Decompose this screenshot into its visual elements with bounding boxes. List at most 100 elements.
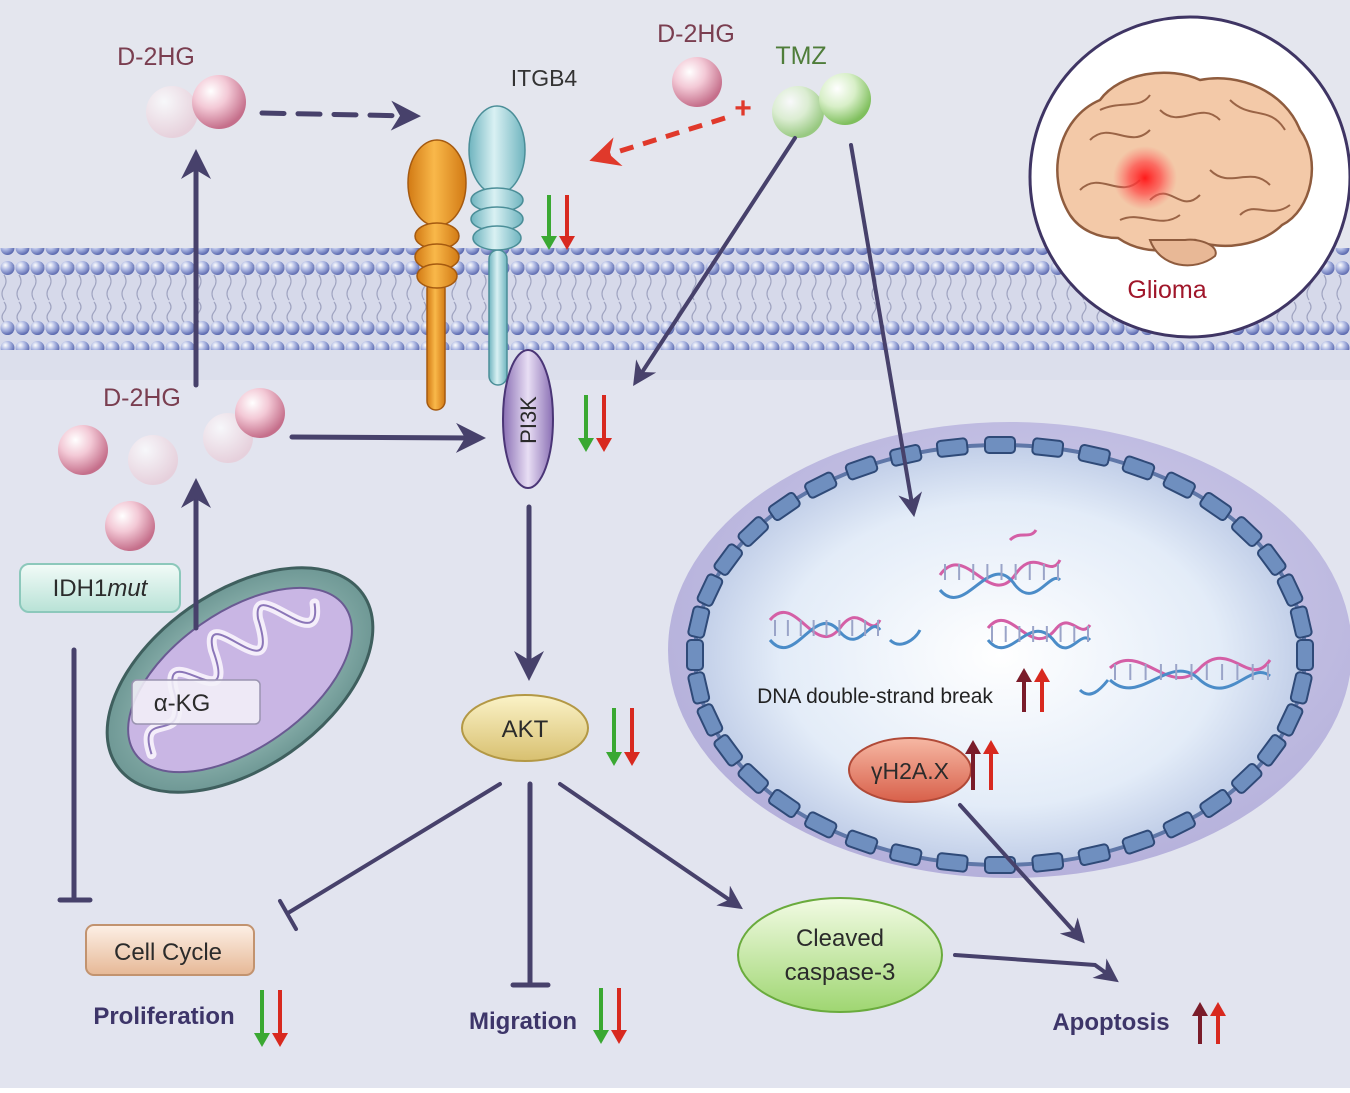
nuclear-pore-segment bbox=[1289, 671, 1313, 705]
nuclear-pore-segment bbox=[984, 436, 1016, 454]
arrow-d2hg-to-itgb4 bbox=[259, 100, 421, 131]
gh2ax-label: γH2A.X bbox=[871, 758, 949, 784]
migration-indicator-first-head bbox=[593, 1030, 609, 1044]
gh2ax-node: γH2A.X bbox=[848, 737, 972, 803]
nuclear-pore-segment bbox=[768, 788, 801, 819]
itgb4-label: ITGB4 bbox=[511, 65, 578, 91]
d2hg-label-top-right: D-2HG bbox=[657, 20, 735, 48]
pathway-arrows bbox=[57, 100, 1119, 988]
d2hg-label-mid-left: D-2HG bbox=[103, 384, 181, 412]
nuclear-pore-segment bbox=[889, 843, 923, 867]
d2hg-molecule-top-left bbox=[146, 75, 246, 138]
cleaved-label-line2: caspase-3 bbox=[785, 959, 896, 986]
dna-break-indicator-first-head bbox=[1016, 668, 1032, 682]
akt-indicator-second-head bbox=[624, 752, 640, 766]
nuclear-pore-segment bbox=[1276, 573, 1304, 607]
nuclear-pore-segment bbox=[687, 671, 711, 705]
pi3k-indicator-second-head bbox=[596, 438, 612, 452]
change-indicators bbox=[254, 195, 1226, 1047]
pi3k-label: PI3K bbox=[516, 396, 541, 444]
nuclear-pore-segment bbox=[1162, 811, 1196, 839]
combination-plus-sign: + bbox=[734, 92, 752, 125]
nuclear-pore-segment bbox=[1231, 516, 1263, 548]
integrin-alpha-subunit bbox=[407, 139, 467, 411]
proliferation-label: Proliferation bbox=[93, 1003, 234, 1030]
gh2ax-indicator-first-head bbox=[965, 740, 981, 754]
nuclear-pore-segment bbox=[737, 516, 769, 548]
nuclear-pore-segment bbox=[1199, 788, 1232, 819]
nuclear-pore-segment bbox=[1162, 471, 1196, 499]
glioma-label: Glioma bbox=[1127, 276, 1206, 304]
migration-indicator-second-head bbox=[611, 1030, 627, 1044]
tmz-molecule bbox=[772, 73, 871, 138]
idh1-mut-suffix: mut bbox=[107, 575, 148, 602]
glioma-brain-inset: Glioma bbox=[1028, 15, 1350, 339]
nuclear-pore-segment bbox=[1296, 639, 1314, 671]
nuclear-pore-segment bbox=[1121, 829, 1156, 855]
arrow-d2hg-to-pi3k bbox=[289, 422, 486, 453]
nuclear-pore-segment bbox=[768, 491, 801, 522]
itgb4-indicator-first-head bbox=[541, 236, 557, 250]
nuclear-pore-segment bbox=[804, 471, 838, 499]
arrow-tmz-to-pi3k bbox=[633, 136, 797, 387]
arrow-tmz-to-nucleus bbox=[849, 143, 923, 518]
apoptosis-label: Apoptosis bbox=[1052, 1009, 1169, 1036]
nuclear-pore-segment bbox=[1031, 437, 1065, 458]
nuclear-pore-segment bbox=[696, 573, 724, 607]
nuclear-pore-segment bbox=[687, 605, 711, 639]
nuclear-pore-segment bbox=[935, 852, 969, 873]
itgb4-indicator-second-head bbox=[559, 236, 575, 250]
nuclear-pore-segment bbox=[686, 639, 704, 671]
nuclear-pore-segment bbox=[1031, 852, 1065, 873]
svg-text:IDH1mut: IDH1mut bbox=[53, 575, 149, 602]
nuclear-pore-segment bbox=[844, 829, 879, 855]
nuclear-pore-segment bbox=[1199, 491, 1232, 522]
inhibit-akt-to-cellcycle bbox=[286, 782, 502, 915]
arrow-caspase-to-apoptosis bbox=[953, 953, 1119, 983]
proliferation-indicator-second-head bbox=[272, 1033, 288, 1047]
cleaved-label-line1: Cleaved bbox=[796, 925, 884, 952]
nuclear-pore-segment bbox=[1077, 843, 1111, 867]
gh2ax-indicator-second-head bbox=[983, 740, 999, 754]
nuclear-pore-segment bbox=[804, 811, 838, 839]
nuclear-pore-segment bbox=[844, 455, 879, 481]
nuclear-pore-segment bbox=[713, 734, 744, 767]
nuclear-pore-segment bbox=[737, 762, 769, 794]
nuclear-pore-segment bbox=[1231, 762, 1263, 794]
akg-label: α-KG bbox=[154, 690, 211, 717]
nuclear-pore-segment bbox=[1256, 734, 1287, 767]
nucleus bbox=[668, 422, 1350, 878]
pi3k-node: PI3K bbox=[502, 349, 554, 489]
tmz-label: TMZ bbox=[775, 42, 826, 70]
akt-node: AKT bbox=[461, 694, 589, 762]
migration-label: Migration bbox=[469, 1008, 577, 1035]
d2hg-molecule-top-right bbox=[672, 57, 722, 107]
itgb4-receptor bbox=[468, 105, 526, 386]
cell-cycle-box: Cell Cycle bbox=[85, 924, 255, 976]
arrow-gh2ax-to-apoptosis bbox=[958, 803, 1085, 944]
nuclear-pore-segment bbox=[1121, 455, 1156, 481]
nuclear-pore-segment bbox=[935, 437, 969, 458]
akt-indicator-first-head bbox=[606, 752, 622, 766]
dna-break-label: DNA double-strand break bbox=[757, 685, 993, 708]
apoptosis-indicator-first-head bbox=[1192, 1002, 1208, 1016]
cell-cycle-label: Cell Cycle bbox=[114, 939, 222, 966]
nuclear-pore-segment bbox=[1276, 703, 1304, 737]
idh1-label: IDH1 bbox=[53, 575, 108, 602]
idh1-mut-box: IDH1mut bbox=[19, 563, 181, 613]
apoptosis-indicator-second-head bbox=[1210, 1002, 1226, 1016]
akt-label: AKT bbox=[502, 716, 549, 743]
nuclear-pore-segment bbox=[713, 543, 744, 576]
arrow-akt-to-caspase bbox=[558, 782, 743, 910]
d2hg-label-top-left: D-2HG bbox=[117, 43, 195, 71]
cleaved-caspase3-node: Cleaved caspase-3 bbox=[737, 897, 943, 1013]
nuclear-pore-segment bbox=[1077, 443, 1111, 467]
nuclear-pore-segment bbox=[696, 703, 724, 737]
pi3k-indicator-first-head bbox=[578, 438, 594, 452]
nuclear-pore-segment bbox=[1289, 605, 1313, 639]
proliferation-indicator-first-head bbox=[254, 1033, 270, 1047]
d2hg-molecules-intracellular bbox=[58, 388, 285, 551]
nuclear-pore-segment bbox=[1256, 543, 1287, 576]
dna-break-indicator-second-head bbox=[1034, 668, 1050, 682]
